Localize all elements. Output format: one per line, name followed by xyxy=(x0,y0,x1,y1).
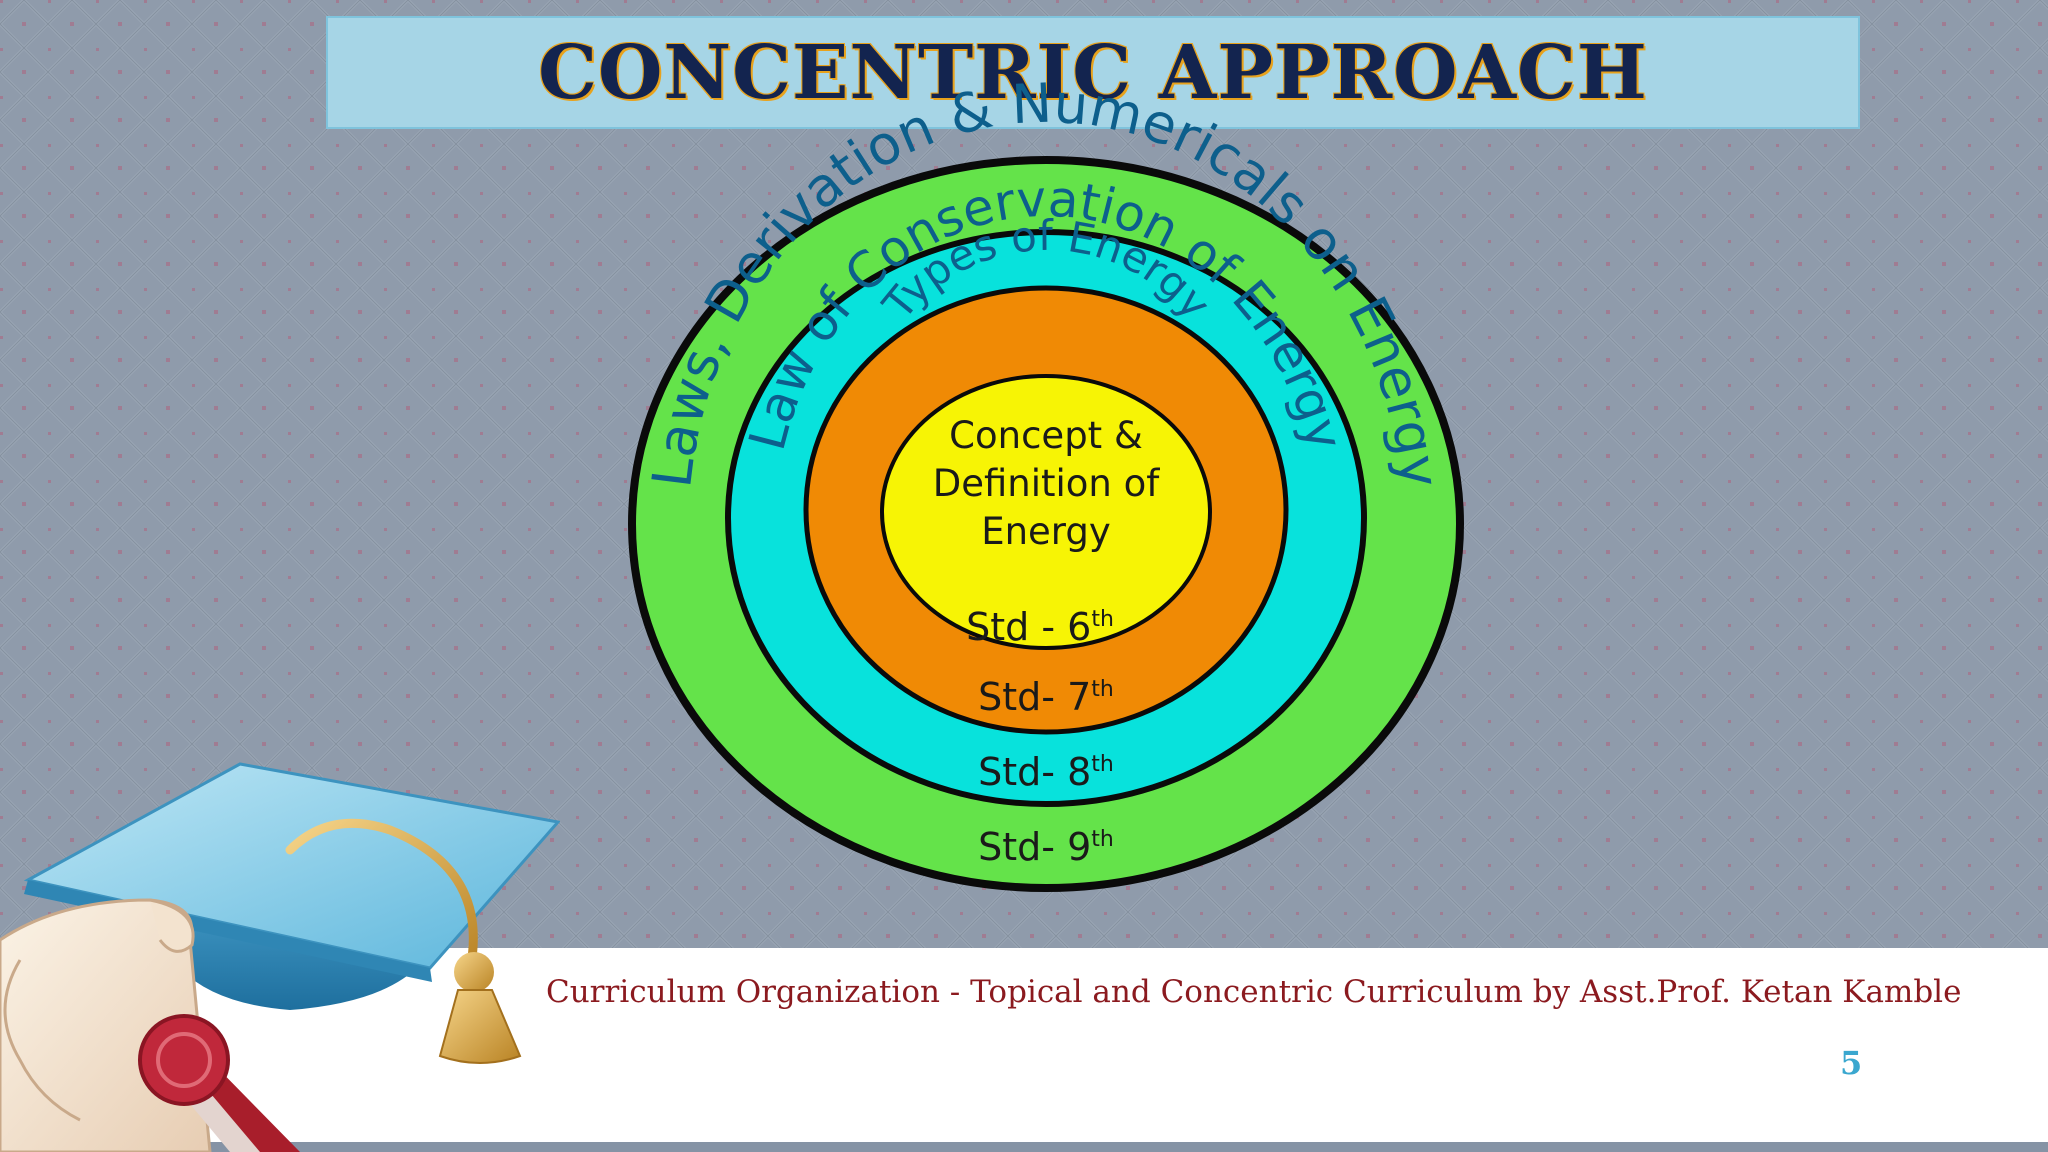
std-label-6-sup: th xyxy=(1091,607,1114,632)
std-label-7-text: Std- 7 xyxy=(978,675,1091,719)
std-label-9-sup: th xyxy=(1091,827,1114,852)
center-line-2: Definition of xyxy=(933,462,1161,505)
std-label-7-sup: th xyxy=(1091,677,1114,702)
std-label-6-text: Std - 6 xyxy=(966,605,1091,649)
std-label-8-sup: th xyxy=(1091,752,1114,777)
center-line-3: Energy xyxy=(981,510,1111,553)
footer-caption: Curriculum Organization - Topical and Co… xyxy=(546,974,1961,1010)
std-label-8-text: Std- 8 xyxy=(978,750,1091,794)
page-number: 5 xyxy=(1840,1044,1862,1082)
graduation-cap-diploma-icon xyxy=(0,0,560,1152)
center-line-1: Concept & xyxy=(949,414,1143,457)
std-label-9-text: Std- 9 xyxy=(978,825,1091,869)
